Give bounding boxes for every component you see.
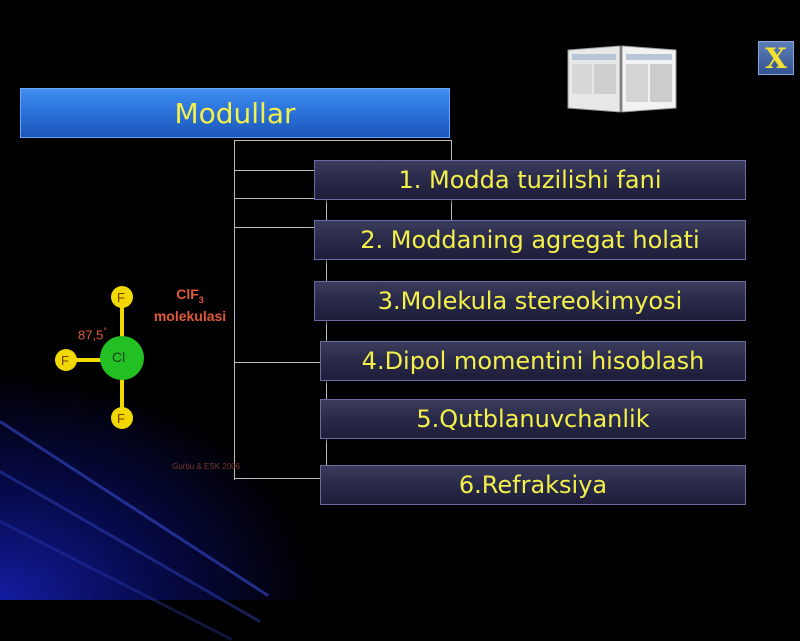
connector-line <box>234 198 326 199</box>
connector-line <box>234 140 235 480</box>
page-title: Modullar <box>20 88 450 138</box>
connector-line <box>234 170 314 171</box>
module-button-3[interactable]: 3.Molekula stereokimyosi <box>314 281 746 321</box>
fluorine-label-left: F <box>61 353 69 368</box>
molecule-formula-subscript: 3 <box>198 294 204 305</box>
fluorine-label-bottom: F <box>117 411 125 426</box>
clf3-molecule-diagram: Cl F F F <box>55 286 144 429</box>
bond-angle-label: 87,5° <box>78 326 107 342</box>
molecule-formula: ClF <box>176 286 199 302</box>
molecule-caption: molekulasi <box>153 307 227 324</box>
bond-angle-value: 87,5 <box>78 327 104 343</box>
module-button-6[interactable]: 6.Refraksiya <box>320 465 746 505</box>
book-thumbnail-icon[interactable] <box>566 44 678 114</box>
connector-line <box>234 478 326 479</box>
fluorine-atom-bottom <box>111 407 133 429</box>
module-button-1[interactable]: 1. Modda tuzilishi fani <box>314 160 746 200</box>
chlorine-label: Cl <box>112 349 125 365</box>
connector-line <box>326 198 327 478</box>
image-credit: Gurbu & ESK 2006 <box>172 462 241 471</box>
module-button-4[interactable]: 4.Dipol momentini hisoblash <box>320 341 746 381</box>
bond-angle-unit: ° <box>103 326 107 336</box>
fluorine-label-top: F <box>117 290 125 305</box>
connector-line <box>234 362 326 363</box>
module-button-2[interactable]: 2. Moddaning agregat holati <box>314 220 746 260</box>
fluorine-atom-left <box>55 349 77 371</box>
close-button[interactable]: X <box>758 41 794 75</box>
fluorine-atom-top <box>111 286 133 308</box>
molecule-title: ClF3 molekulasi <box>150 286 230 324</box>
chlorine-atom <box>100 336 144 380</box>
module-button-5[interactable]: 5.Qutblanuvchanlik <box>320 399 746 439</box>
